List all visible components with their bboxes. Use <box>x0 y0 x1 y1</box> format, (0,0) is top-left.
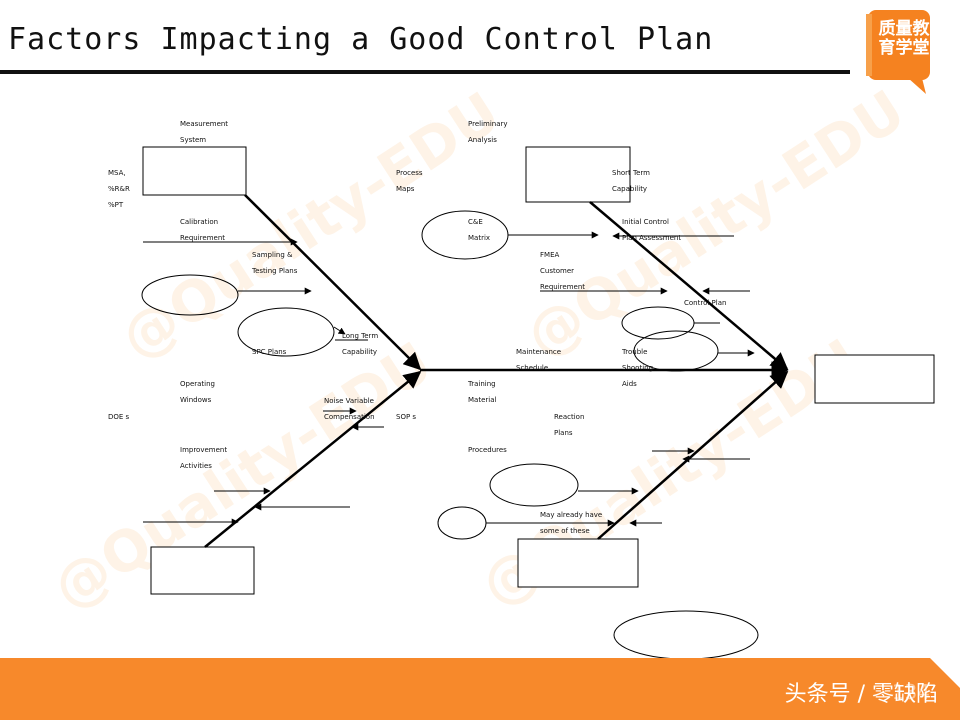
label-improvement: Improvement Activities <box>180 446 228 470</box>
label-reaction-plans: Reaction Plans <box>554 413 585 437</box>
page-number: 134 <box>891 680 930 704</box>
label-does: DOE s <box>108 413 130 421</box>
label-trouble-shooting: Trouble Shooting Aids <box>622 348 654 388</box>
label-control-plan: Control Plan <box>684 299 727 307</box>
title-divider <box>0 70 850 74</box>
cause-box-bottom-left <box>150 546 255 595</box>
cause-box-top-center <box>525 146 631 203</box>
callout-ellipse <box>141 274 239 316</box>
label-process-maps: Process Maps <box>396 169 423 193</box>
callout-ellipse <box>621 306 695 340</box>
callout-ellipse <box>237 307 335 357</box>
label-maintenance: Maintenance Schedule <box>516 348 562 372</box>
footer-bar <box>0 658 960 720</box>
footer-credit: 头条号 / 零缺陷 <box>784 682 938 707</box>
callout-ellipse <box>437 506 487 540</box>
label-msa: MSA, %R&R %PT <box>108 169 130 209</box>
label-ce-matrix: C&E Matrix <box>468 218 491 242</box>
logo-badge-icon <box>866 10 930 94</box>
callout-ellipse <box>633 330 719 372</box>
cause-arrow <box>333 326 346 335</box>
cause-box-bottom-center <box>517 538 639 588</box>
label-noise-variable: Noise Variable Compensation <box>324 397 375 421</box>
bone-top-right <box>589 201 789 371</box>
label-training: Training Material <box>468 380 497 404</box>
label-may-already: May already have some of these <box>540 511 603 535</box>
label-procedures: Procedures <box>468 446 507 454</box>
label-initial-control: Initial Control Plan Assessment <box>622 218 682 242</box>
label-long-term: Long Term Capability <box>342 332 379 356</box>
label-fmea: FMEA Customer Requirement <box>540 251 586 291</box>
label-spc-plans: SPC Plans <box>252 348 287 356</box>
label-preliminary: Preliminary Analysis <box>468 120 508 144</box>
label-calibration: Calibration Requirement <box>180 218 226 242</box>
bone-top-left <box>244 194 422 371</box>
cause-box-top-left <box>142 146 247 196</box>
callout-ellipse <box>613 610 759 660</box>
bone-bottom-right <box>597 370 789 540</box>
label-measurement-system: Measurement System <box>180 120 229 144</box>
label-short-term: Short Term Capability <box>612 169 650 193</box>
callout-ellipse <box>421 210 509 260</box>
page-title: Factors Impacting a Good Control Plan <box>8 22 714 57</box>
callout-ellipse <box>489 463 579 507</box>
effect-box <box>814 354 935 404</box>
label-sops: SOP s <box>396 413 417 421</box>
bone-bottom-left <box>204 370 422 548</box>
label-sampling: Sampling & Testing Plans <box>252 251 298 275</box>
logo-text: 质量教育学堂 <box>878 19 930 58</box>
label-operating: Operating Windows <box>180 380 215 404</box>
